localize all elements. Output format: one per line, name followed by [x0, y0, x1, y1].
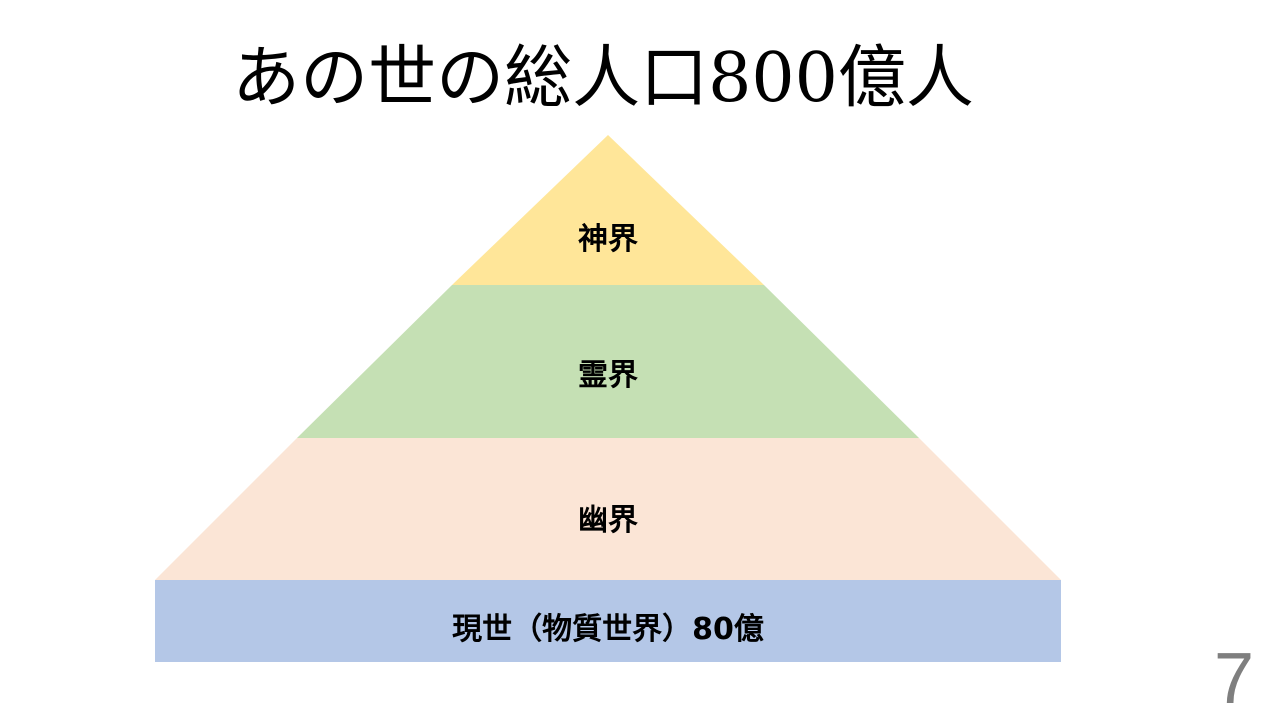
page-number: 7 [1213, 639, 1254, 719]
label-astral-realm: 幽界 [578, 503, 638, 538]
layer-physical-world [155, 580, 1061, 662]
layer-astral-realm [155, 438, 1061, 580]
slide-title: あの世の総人口800億人 [232, 39, 974, 118]
label-divine-realm: 神界 [578, 222, 638, 257]
layer-divine-realm [452, 135, 764, 285]
layer-spirit-realm [297, 285, 919, 438]
label-physical-world: 現世（物質世界）80億 [452, 612, 764, 647]
label-spirit-realm: 霊界 [578, 358, 638, 393]
